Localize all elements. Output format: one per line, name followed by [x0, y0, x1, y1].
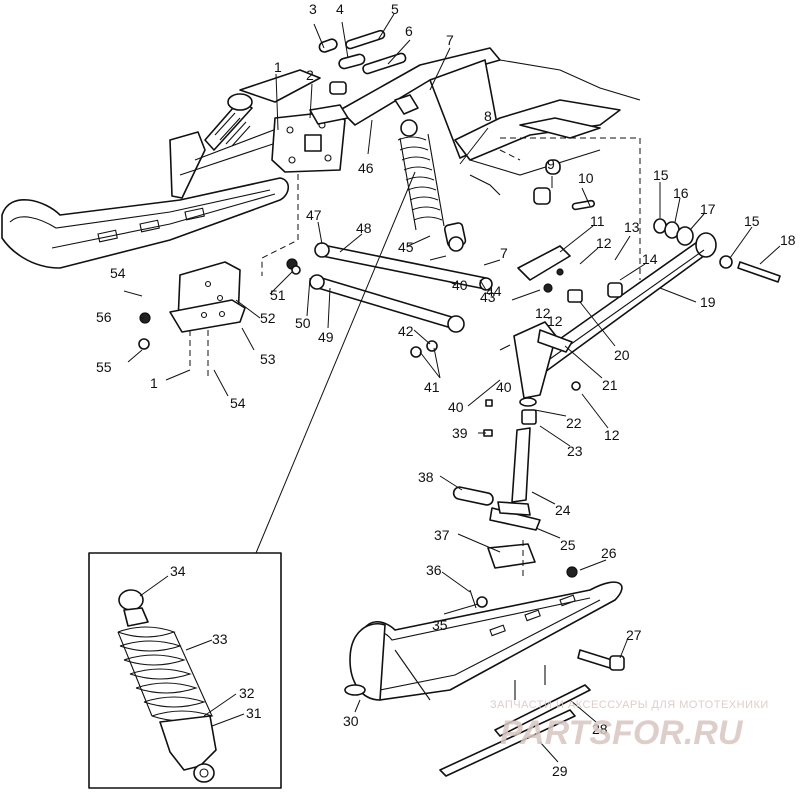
steering-bracket [517, 245, 571, 293]
callout-51: 51 [270, 287, 286, 303]
callout-12d: 12 [547, 313, 563, 329]
frame [339, 47, 641, 196]
callout-46: 46 [358, 160, 374, 176]
ski-runners [439, 665, 591, 777]
callout-53: 53 [260, 351, 276, 367]
callout-50: 50 [295, 315, 311, 331]
callout-15: 15 [653, 167, 669, 183]
background-ski-assembly [1, 69, 331, 269]
watermark: ЗАПЧАСТИ И АКСЕССУАРЫ ДЛЯ МОТОТЕХНИКИ PA… [490, 699, 769, 752]
callout-29: 29 [552, 763, 568, 779]
ski [344, 581, 623, 701]
callout-42: 42 [398, 323, 414, 339]
callout-38: 38 [418, 469, 434, 485]
callout-19: 19 [700, 294, 716, 310]
callout-21: 21 [602, 377, 618, 393]
callout-18: 18 [780, 232, 796, 248]
callout-16: 16 [673, 185, 689, 201]
callout-14: 14 [642, 251, 658, 267]
callout-56: 56 [96, 309, 112, 325]
callout-35: 35 [432, 617, 448, 633]
callout-3: 3 [309, 1, 317, 17]
callout-17: 17 [700, 201, 716, 217]
callout-22: 22 [566, 415, 582, 431]
shock-absorber-mounted [394, 94, 467, 252]
callout-48: 48 [356, 220, 372, 236]
callout-6: 6 [405, 23, 413, 39]
leader-lines [123, 13, 781, 763]
callout-12c: 12 [604, 427, 620, 443]
callout-32: 32 [239, 685, 255, 701]
callout-20: 20 [614, 347, 630, 363]
dashed-lines [189, 137, 641, 580]
callout-15b: 15 [744, 213, 760, 229]
callout-7b: 7 [500, 245, 508, 261]
callout-9: 9 [547, 156, 555, 172]
callout-27: 27 [626, 627, 642, 643]
callout-25: 25 [560, 537, 576, 553]
callout-10: 10 [578, 170, 594, 186]
callout-28: 28 [592, 721, 608, 737]
top-pins [318, 29, 407, 95]
callout-37: 37 [434, 527, 450, 543]
callout-30: 30 [343, 713, 359, 729]
callout-12: 12 [596, 235, 612, 251]
callout-4: 4 [336, 1, 344, 17]
callout-26: 26 [601, 545, 617, 561]
right-hardware [533, 187, 781, 303]
a-arms [309, 242, 493, 333]
callout-1: 1 [274, 59, 282, 75]
callout-31: 31 [246, 705, 262, 721]
watermark-tagline: ЗАПЧАСТИ И АКСЕССУАРЫ ДЛЯ МОТОТЕХНИКИ [490, 699, 769, 711]
callout-36: 36 [426, 562, 442, 578]
callout-54b: 54 [230, 395, 246, 411]
callout-40: 40 [448, 399, 464, 415]
callout-54: 54 [110, 265, 126, 281]
callout-41: 41 [424, 379, 440, 395]
spindle [489, 321, 573, 531]
callout-33: 33 [212, 631, 228, 647]
callout-55: 55 [96, 359, 112, 375]
callout-12b: 12 [535, 305, 551, 321]
callout-44: 44 [486, 283, 502, 299]
callout-2: 2 [306, 67, 314, 83]
callout-39: 39 [452, 425, 468, 441]
callout-52: 52 [260, 310, 276, 326]
callout-5: 5 [391, 1, 399, 17]
callout-23: 23 [567, 443, 583, 459]
callout-1b: 1 [150, 375, 158, 391]
callout-11: 11 [590, 213, 605, 229]
callout-40b: 40 [452, 277, 468, 293]
callout-7: 7 [446, 32, 454, 48]
top-bracket [271, 104, 349, 173]
callout-45: 45 [398, 239, 414, 255]
callout-13: 13 [624, 219, 640, 235]
callout-40c: 40 [496, 379, 512, 395]
callout-47: 47 [306, 207, 322, 223]
inset-shock-detail [88, 171, 416, 789]
callout-34: 34 [170, 563, 186, 579]
callout-24: 24 [555, 502, 571, 518]
watermark-logo: PARTSFOR.RU [500, 714, 744, 752]
callout-43: 43 [480, 289, 496, 305]
callout-49: 49 [318, 329, 334, 345]
arm-bracket [169, 261, 246, 333]
callout-labels: 1 2 3 4 5 6 7 8 9 10 11 12 13 14 15 16 1… [96, 1, 796, 779]
callout-8: 8 [484, 108, 492, 124]
ski-bolt [566, 566, 625, 671]
